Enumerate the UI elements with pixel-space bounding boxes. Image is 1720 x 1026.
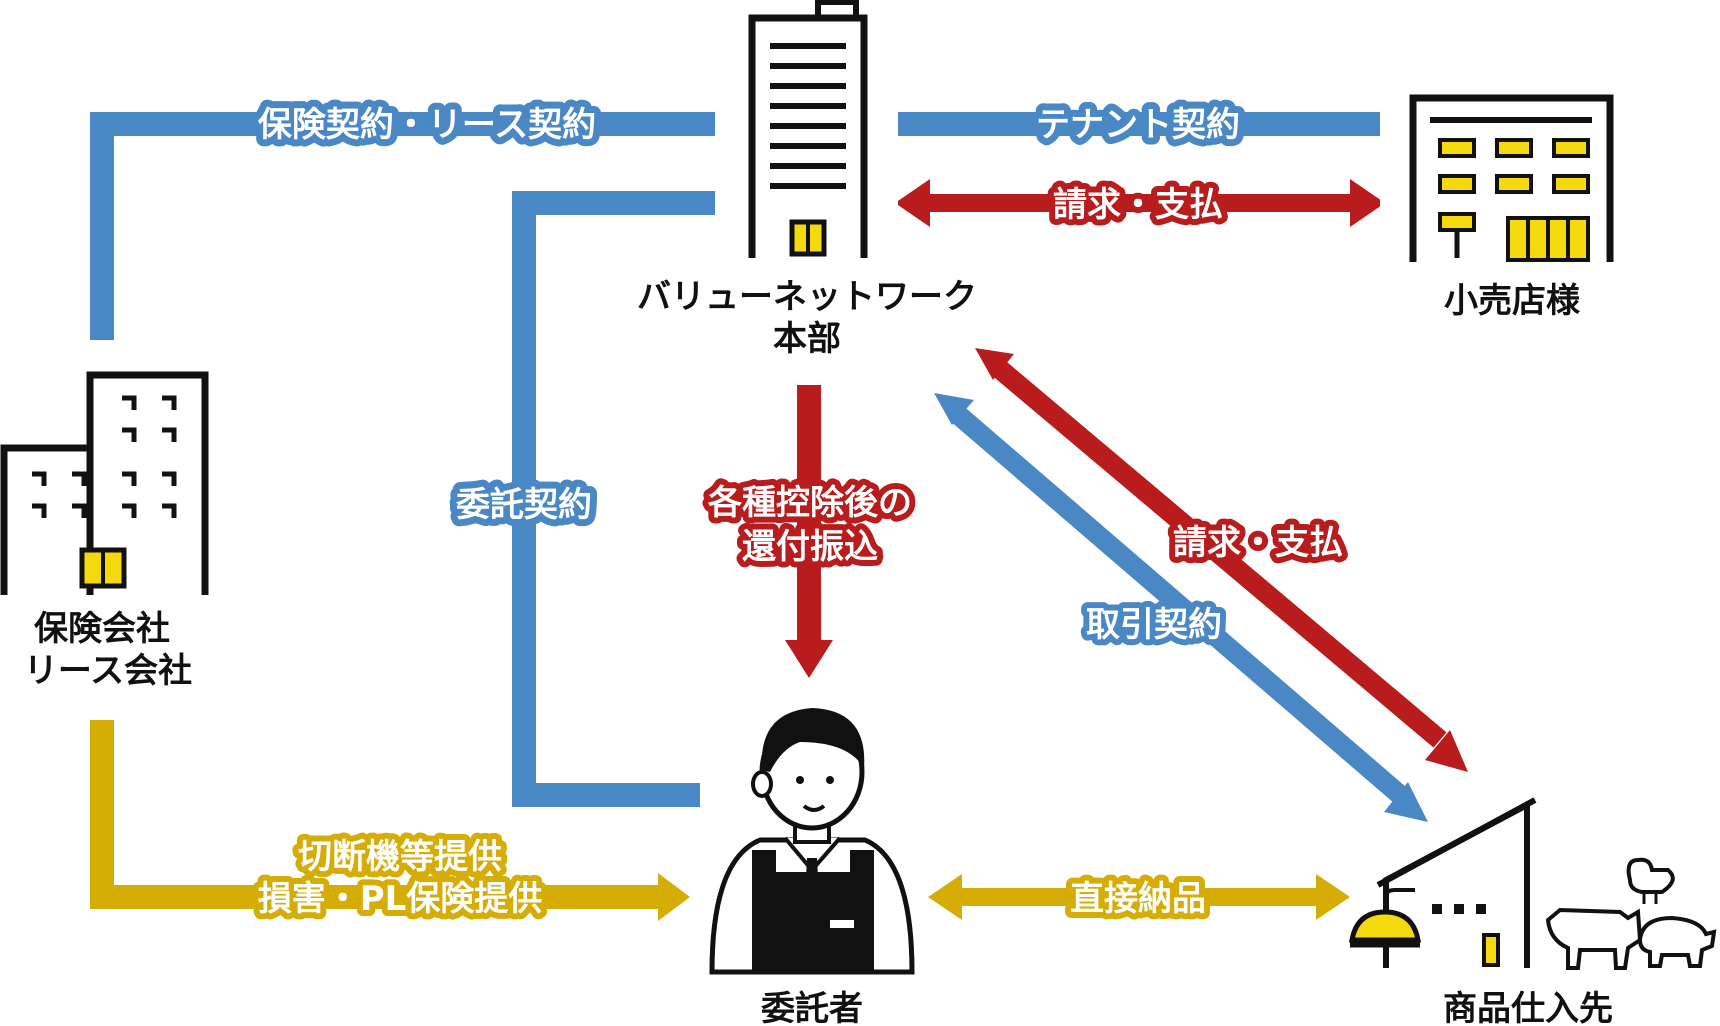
billing-payment-arrow-top <box>895 179 1385 227</box>
consignment-contract-label: 委託契約 <box>456 485 592 525</box>
refund-transfer-arrow <box>785 385 833 678</box>
insurance-lease-contract-line <box>90 112 715 340</box>
equipment-provision-label-line2: 損害・PL保険提供 <box>258 879 543 919</box>
equipment-provision-label-line1: 切断機等提供 <box>298 837 502 877</box>
supplier-label: 商品仕入先 <box>1443 989 1613 1026</box>
trade-contract-arrow <box>934 393 1428 822</box>
farm-livestock-icon <box>1349 797 1717 970</box>
billing-payment-label-top: 請求・支払 <box>1053 185 1223 225</box>
insurer-label-line2: リース会社 <box>24 651 192 691</box>
refund-transfer-label-line2: 還付振込 <box>742 527 878 567</box>
insurer-label-line1: 保険会社 <box>34 609 170 649</box>
retailer-label: 小売店様 <box>1444 281 1581 321</box>
trade-contract-label: 取引契約 <box>1086 605 1222 645</box>
direct-delivery-arrow <box>928 874 1350 920</box>
company-building-icon <box>0 371 209 595</box>
billing-payment-label-diagonal: 請求・支払 <box>1173 523 1343 563</box>
insurance-lease-contract-label: 保険契約・リース契約 <box>258 105 596 145</box>
billing-payment-arrow-diagonal <box>975 348 1468 772</box>
hq-label-line1: バリューネットワーク <box>637 277 977 317</box>
person-in-apron-icon <box>700 700 925 978</box>
equipment-insurance-arrow <box>90 720 690 921</box>
direct-delivery-label: 直接納品 <box>1070 879 1206 919</box>
consignment-contract-line <box>512 191 715 807</box>
store-building-icon <box>1380 85 1620 275</box>
refund-transfer-label-line1: 各種控除後の <box>708 483 912 523</box>
consignee-label: 委託者 <box>761 989 863 1026</box>
tenant-contract-label: テナント契約 <box>1036 105 1240 145</box>
office-tower-icon <box>715 0 898 265</box>
hq-label-line2: 本部 <box>773 319 841 359</box>
